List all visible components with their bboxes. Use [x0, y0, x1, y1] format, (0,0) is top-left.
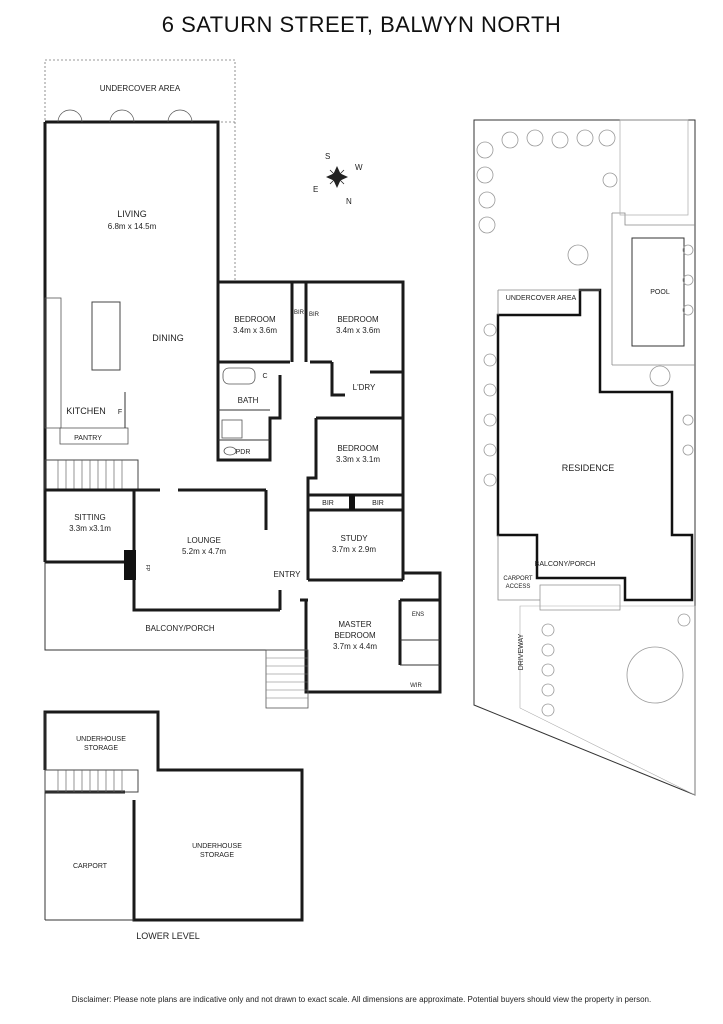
bir-4-label: BIR: [372, 500, 384, 507]
site-plan: [473, 119, 696, 796]
site-undercover-label: UNDERCOVER AREA: [506, 295, 577, 302]
bath-label: BATH: [238, 396, 259, 405]
living-size: 6.8m x 14.5m: [108, 222, 157, 231]
bedroom-1-size: 3.4m x 3.6m: [233, 326, 277, 335]
study-size: 3.7m x 2.9m: [332, 545, 376, 554]
bedroom-2-label: BEDROOM: [337, 315, 379, 324]
living-label: LIVING: [117, 209, 147, 219]
ensuite-label: ENS: [412, 612, 424, 618]
study-label: STUDY: [340, 534, 368, 543]
compass-s: S: [325, 152, 330, 161]
balcony-label: BALCONY/PORCH: [145, 624, 215, 633]
bedroom-2-size: 3.4m x 3.6m: [336, 326, 380, 335]
compass-icon: [326, 166, 348, 188]
residence-label: RESIDENCE: [562, 463, 615, 473]
cupboard-label: C: [262, 373, 267, 380]
bir-3-label: BIR: [322, 500, 334, 507]
compass-w: W: [355, 163, 363, 172]
underhouse-storage-1-line1: UNDERHOUSE: [76, 736, 126, 743]
underhouse-storage-2-line2: STORAGE: [200, 852, 234, 859]
compass-n: N: [346, 197, 352, 206]
underhouse-storage-2-line1: UNDERHOUSE: [192, 843, 242, 850]
bir-2-label: BIR: [309, 312, 320, 318]
master-label-1: MASTER: [338, 620, 372, 629]
carport-label: CARPORT: [73, 863, 108, 870]
bedroom-1-label: BEDROOM: [234, 315, 276, 324]
lounge-label: LOUNGE: [187, 536, 221, 545]
bedroom-3-size: 3.3m x 3.1m: [336, 455, 380, 464]
dining-label: DINING: [152, 333, 184, 343]
laundry-label: L'DRY: [353, 383, 376, 392]
kitchen-label: KITCHEN: [66, 406, 106, 416]
fridge-label: F: [118, 409, 122, 416]
site-balcony-label: BALCONY/PORCH: [535, 561, 596, 568]
compass-e: E: [313, 185, 318, 194]
bir-1-label: BIR: [294, 310, 305, 316]
pool-label: POOL: [650, 289, 670, 296]
sitting-label: SITTING: [74, 513, 106, 522]
fireplace-label: FP: [144, 565, 150, 572]
carport-access-line1: CARPORT: [503, 576, 533, 582]
master-label-2: BEDROOM: [334, 631, 376, 640]
sitting-size: 3.3m x3.1m: [69, 524, 111, 533]
page-title: 6 SATURN STREET, BALWYN NORTH: [161, 12, 562, 37]
lower-level-label: LOWER LEVEL: [136, 931, 200, 941]
pantry-label: PANTRY: [74, 435, 102, 442]
pdr-label: PDR: [236, 449, 251, 456]
lounge-size: 5.2m x 4.7m: [182, 547, 226, 556]
underhouse-storage-1-line2: STORAGE: [84, 745, 118, 752]
carport-access-line2: ACCESS: [506, 584, 531, 590]
disclaimer-text: Disclaimer: Please note plans are indica…: [71, 995, 652, 1004]
undercover-area-label: UNDERCOVER AREA: [100, 84, 181, 93]
lower-level-plan: [43, 710, 304, 922]
master-size: 3.7m x 4.4m: [333, 642, 377, 651]
driveway-label: DRIVEWAY: [518, 633, 525, 670]
wir-label: WIR: [410, 683, 422, 689]
entry-label: ENTRY: [274, 570, 302, 579]
main-level-plan: [43, 59, 442, 709]
bedroom-3-label: BEDROOM: [337, 444, 379, 453]
